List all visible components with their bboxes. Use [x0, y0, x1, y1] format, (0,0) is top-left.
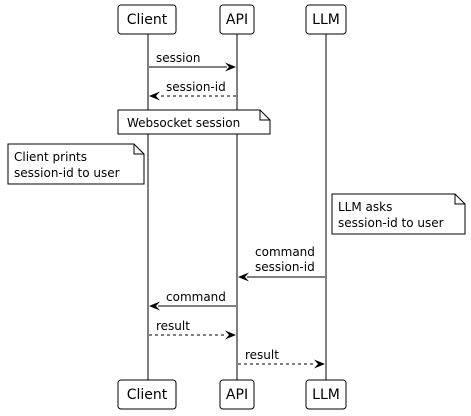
message-session-label: session [156, 51, 200, 65]
participant-client-bottom: Client [117, 379, 177, 410]
message-command-session-id: command session-id [238, 245, 325, 282]
arrowhead [314, 359, 325, 369]
note-llm-asks-line-2: session-id to user [338, 216, 444, 230]
participant-api-top-label: API [226, 12, 248, 28]
participant-client-bottom-label: Client [127, 387, 168, 403]
arrowhead [149, 301, 160, 311]
note-websocket-session: Websocket session [117, 109, 271, 135]
participant-llm-top: LLM [305, 4, 347, 35]
participant-llm-top-label: LLM [312, 12, 340, 28]
arrowhead [225, 330, 236, 340]
arrowhead [149, 91, 160, 101]
message-session-id-reply-label: session-id [166, 80, 226, 94]
message-command-label: command [166, 290, 226, 304]
message-command-session-id-line-2: session-id [255, 260, 315, 274]
message-command-session-id-line-1: command [255, 245, 315, 259]
note-client-prints: Client prints session-id to user [7, 143, 145, 185]
note-client-prints-line-2: session-id to user [14, 166, 120, 180]
message-session-id-reply: session-id [149, 80, 236, 101]
participant-client-top: Client [117, 4, 177, 35]
message-command: command [149, 290, 236, 311]
participant-llm-bottom: LLM [305, 379, 347, 410]
note-websocket-session-text: Websocket session [127, 116, 240, 130]
note-llm-asks-line-1: LLM asks [338, 200, 392, 214]
participant-api-top: API [219, 4, 255, 35]
participant-client-top-label: Client [127, 12, 168, 28]
note-llm-asks: LLM asks session-id to user [331, 193, 466, 235]
participant-llm-bottom-label: LLM [312, 387, 340, 403]
arrowhead [225, 62, 236, 72]
arrowhead [238, 272, 249, 282]
message-result-to-llm-label: result [245, 348, 279, 362]
message-result-to-llm: result [238, 348, 325, 369]
message-result-to-api: result [149, 319, 236, 340]
participant-api-bottom-label: API [226, 387, 248, 403]
message-session: session [149, 51, 236, 72]
message-result-to-api-label: result [156, 319, 190, 333]
note-client-prints-line-1: Client prints [14, 150, 87, 164]
participant-api-bottom: API [219, 379, 255, 410]
